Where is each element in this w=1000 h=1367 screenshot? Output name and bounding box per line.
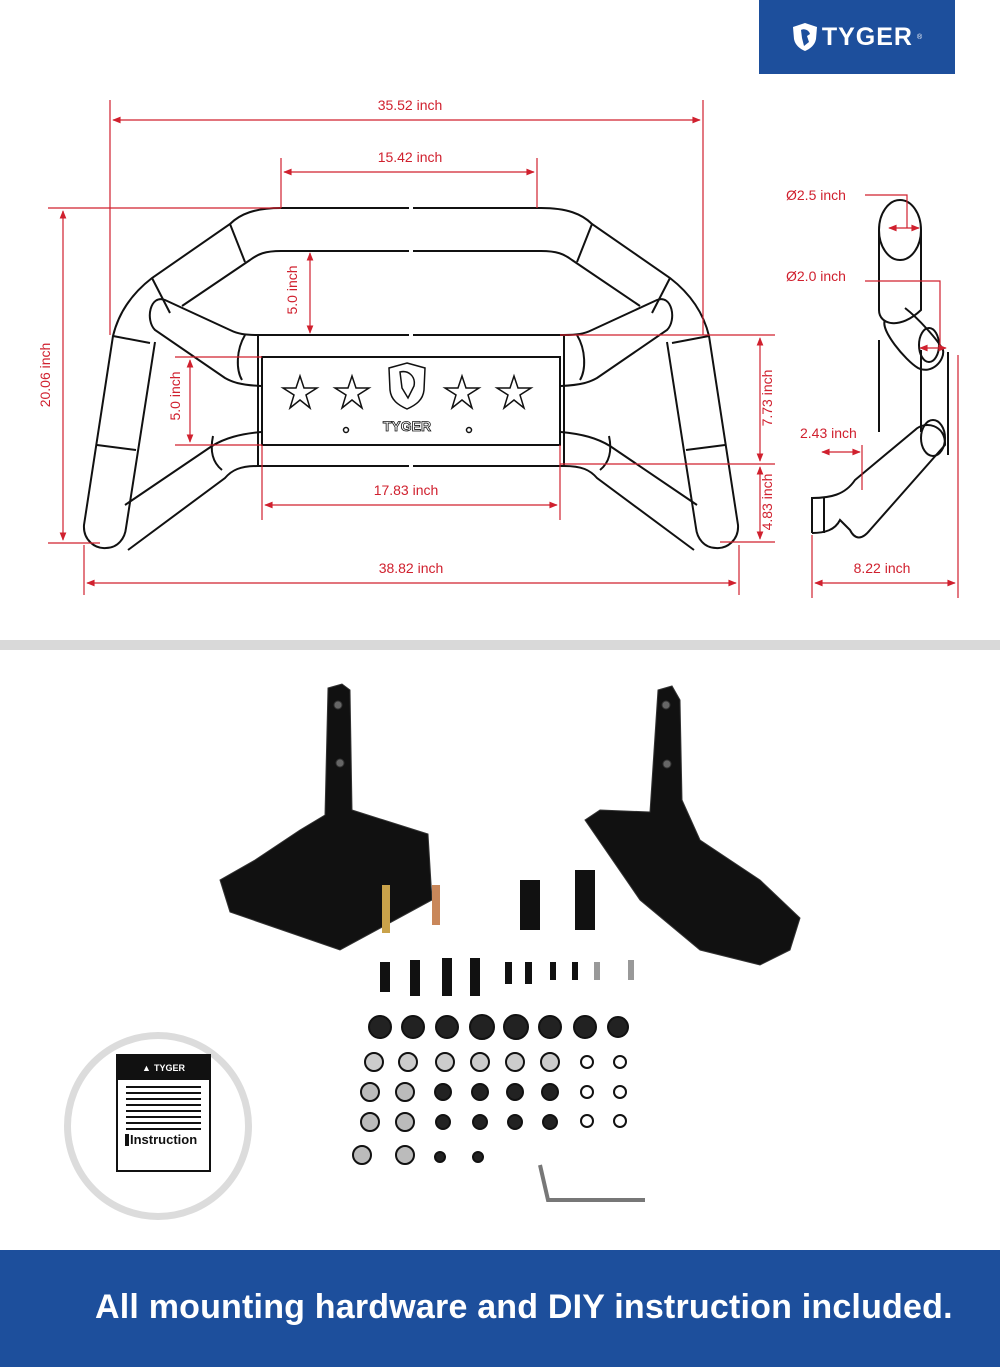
star-icon: [280, 373, 320, 411]
dim-top-inner-width: 15.42 inch: [378, 149, 443, 165]
dim-offset: 2.43 inch: [800, 425, 857, 441]
bolts: [380, 870, 634, 996]
dim-bottom-height: 4.83 inch: [759, 474, 775, 531]
dim-cross-tube-diameter: Ø2.0 inch: [786, 268, 846, 284]
shield-icon: ▲: [142, 1063, 151, 1073]
instruction-label: Instruction: [125, 1133, 209, 1146]
plate-emblem: [280, 362, 532, 434]
hardware-kit-photo: [219, 683, 801, 1202]
mounting-bracket-right: [584, 685, 801, 966]
bull-bar-side-view: [811, 199, 949, 539]
tiger-shield-icon: [388, 362, 426, 410]
logo-text: TYGER: [821, 22, 913, 51]
star-icon: [332, 373, 372, 411]
dimension-labels: 35.52 inch 15.42 inch 20.06 inch 5.0 inc…: [37, 97, 910, 576]
instruction-document-icon: ▲TYGER Instruction: [116, 1054, 211, 1172]
dim-overall-width: 38.82 inch: [379, 560, 444, 576]
washers-and-nuts: [352, 1014, 629, 1165]
bull-bar-front-view: [82, 207, 740, 551]
dim-top-tube-diameter: Ø2.5 inch: [786, 187, 846, 203]
dim-top-outer-width: 35.52 inch: [378, 97, 443, 113]
tiger-shield-icon: [792, 23, 817, 51]
instruction-card: ▲TYGER Instruction: [64, 1032, 252, 1220]
registered-mark: ®: [916, 33, 923, 41]
dimension-lines: [48, 100, 959, 598]
dim-depth: 8.22 inch: [854, 560, 911, 576]
tyger-logo: TYGER®: [759, 0, 955, 74]
dim-center-height: 7.73 inch: [759, 370, 775, 427]
section-divider: [0, 640, 1000, 650]
mounting-bracket-left: [219, 683, 433, 951]
instruction-brand: TYGER: [153, 1063, 185, 1073]
dim-overall-height: 20.06 inch: [37, 343, 53, 408]
banner-text: All mounting hardware and DIY instructio…: [95, 1288, 953, 1326]
dimension-drawing: TYGER 35.52 inch 15.42 i: [37, 97, 959, 598]
dim-plate-width: 17.83 inch: [374, 482, 439, 498]
plate-text: TYGER: [383, 418, 431, 434]
dim-plate-height: 5.0 inch: [167, 371, 183, 420]
info-banner: All mounting hardware and DIY instructio…: [0, 1250, 1000, 1367]
dim-upper-gap: 5.0 inch: [284, 265, 300, 314]
allen-key: [538, 1164, 645, 1202]
